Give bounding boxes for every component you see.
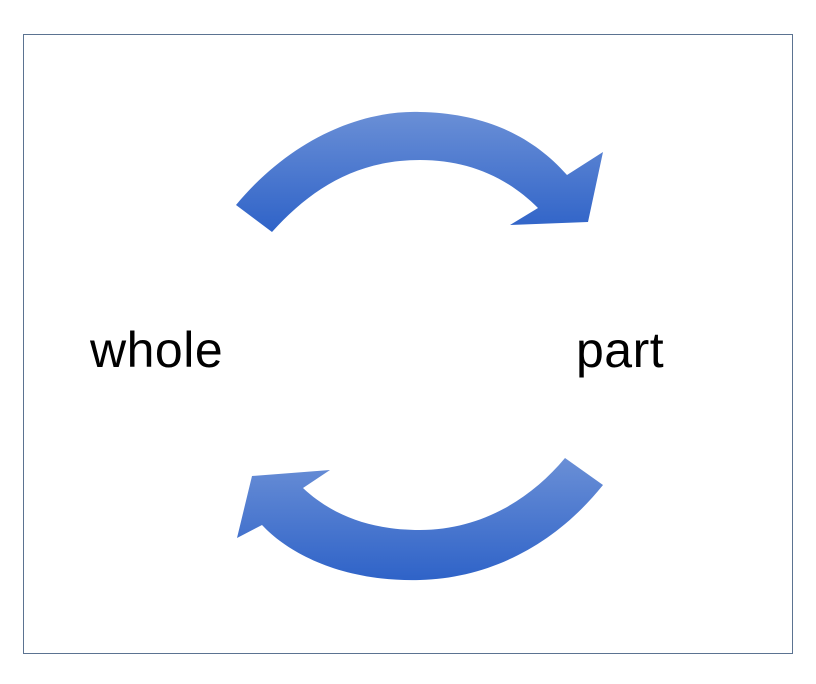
diagram-frame — [23, 34, 793, 654]
whole-label: whole — [90, 322, 224, 378]
curved-arrow-right-icon — [236, 111, 603, 232]
part-label: part — [576, 322, 665, 378]
curved-arrow-left-icon — [237, 458, 603, 581]
